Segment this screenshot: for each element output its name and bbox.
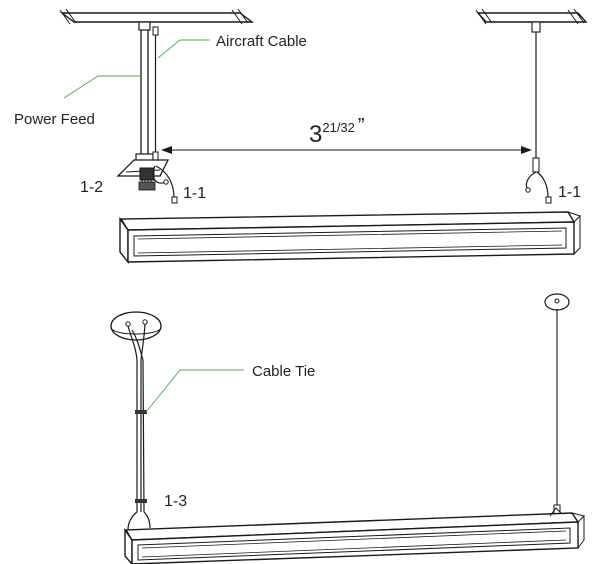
leader-cable-tie — [145, 369, 244, 413]
label-step-1-2: 1-2 — [80, 179, 103, 196]
label-step-1-3: 1-3 — [164, 493, 187, 510]
label-cable-tie: Cable Tie — [252, 363, 315, 380]
label-step-1-1-left: 1-1 — [183, 185, 206, 202]
aircraft-cable-left — [152, 26, 159, 167]
dimension-unit: ” — [358, 115, 365, 137]
label-step-1-1-right: 1-1 — [558, 184, 581, 201]
light-fixture-top — [119, 211, 581, 264]
cable-bundle-left — [127, 323, 151, 531]
dimension-label: 321/32” — [309, 115, 365, 148]
light-fixture-bottom — [124, 507, 585, 564]
leader-lines — [63, 39, 244, 413]
aircraft-cable-right — [525, 21, 552, 204]
label-aircraft-cable: Aircraft Cable — [216, 33, 307, 50]
wire-hook-left — [152, 165, 178, 204]
ceiling-bracket-left — [59, 8, 255, 25]
dimension-whole: 3 — [309, 121, 322, 148]
dimension-fraction: 21/32 — [322, 120, 355, 135]
junction-box — [116, 159, 170, 191]
ceiling-canopy-left — [110, 311, 162, 341]
leader-power-feed — [63, 75, 140, 99]
power-feed-stem — [135, 21, 154, 164]
ceiling-canopy-right — [544, 293, 570, 515]
dimension-line — [161, 146, 532, 154]
label-power-feed: Power Feed — [14, 111, 95, 128]
ceiling-bracket-right — [475, 8, 588, 25]
leader-aircraft-cable — [157, 39, 210, 59]
